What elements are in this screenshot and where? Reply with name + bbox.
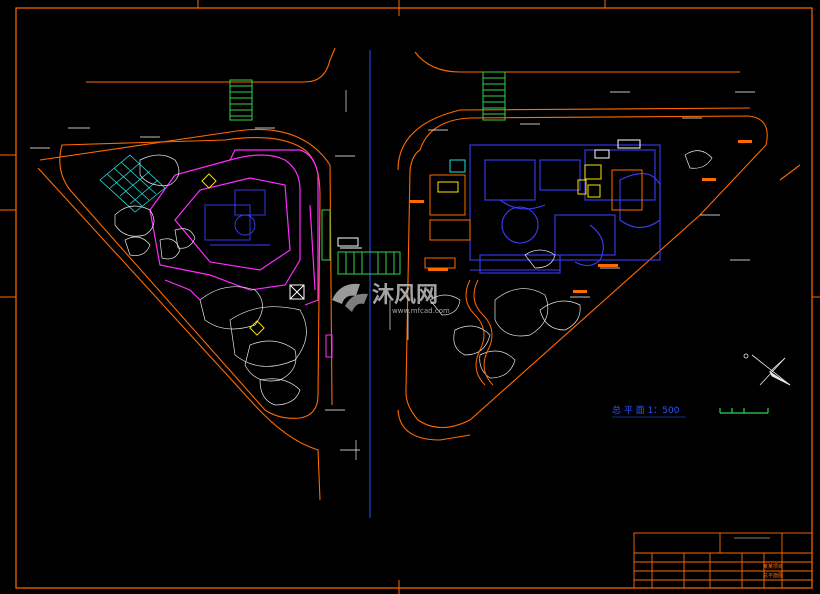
scale-label: 总 平 面 1：500: [612, 404, 680, 416]
watermark-brand: 沐风网: [372, 283, 438, 308]
title-block-cell-1: 某某项目: [763, 564, 783, 570]
scale-label-group: 总 平 面 1：500: [612, 404, 686, 418]
pedestrian-crossings: [229, 71, 506, 275]
right-building: [469, 144, 661, 274]
watermark-url: www.mfcad.com: [392, 307, 450, 315]
vertical-road-lines: [345, 90, 409, 460]
left-landscape: [114, 154, 307, 406]
right-building-details: [424, 139, 643, 269]
right-landscape: [429, 150, 713, 379]
scale-bar: [719, 408, 769, 414]
left-grid-plaza: [99, 154, 166, 213]
title-block: [633, 532, 813, 589]
dimension-ticks: [30, 91, 755, 451]
left-markers: [201, 173, 333, 358]
left-interior: [204, 189, 270, 246]
watermark-logo-icon: [332, 283, 368, 312]
left-building: [149, 149, 319, 306]
title-block-cell-2: 总平面图: [763, 572, 783, 579]
dimension-bars: [410, 140, 752, 293]
winding-walkway: [465, 279, 494, 386]
watermark: 沐风网 www.mfcad.com: [332, 283, 450, 315]
road-edges: [37, 47, 801, 501]
north-arrow-icon: [743, 353, 791, 386]
